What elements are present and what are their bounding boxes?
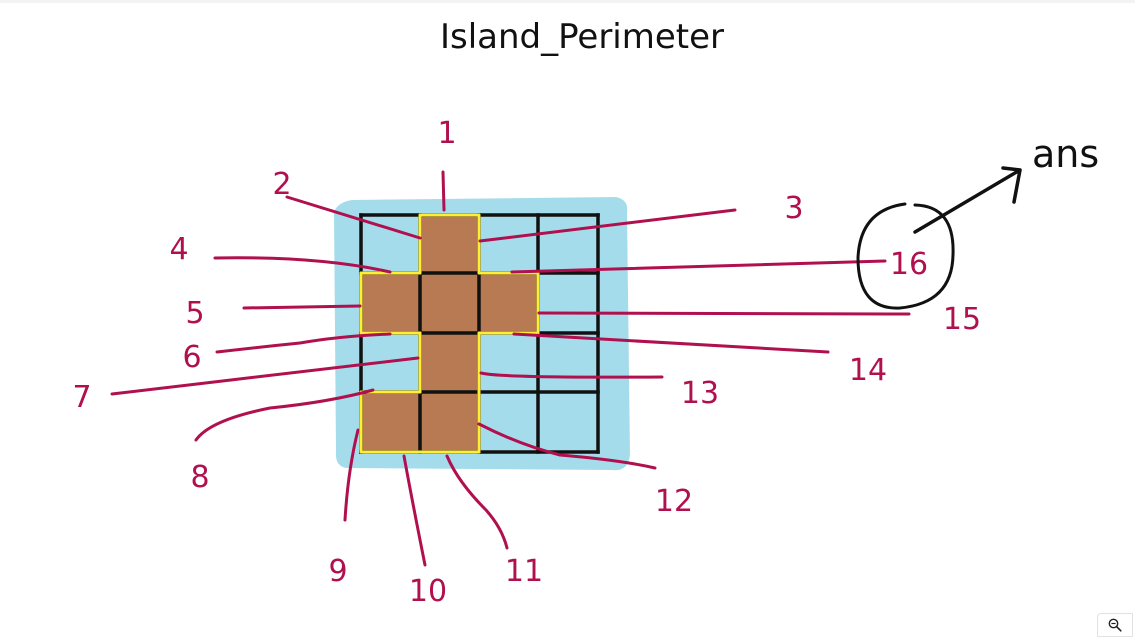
land-cell bbox=[420, 333, 479, 392]
edge-label: 14 bbox=[849, 353, 887, 388]
land-cell bbox=[420, 392, 479, 452]
land-cell bbox=[479, 273, 538, 333]
land-cell bbox=[361, 392, 420, 452]
answer-circle bbox=[856, 202, 955, 310]
edge-label: 2 bbox=[272, 167, 291, 202]
top-bar bbox=[0, 0, 1135, 3]
arrow-icon bbox=[913, 166, 1022, 234]
edge-label: 15 bbox=[943, 302, 981, 337]
leader-3 bbox=[478, 208, 737, 243]
leader-12 bbox=[477, 422, 657, 470]
land-cell bbox=[361, 273, 420, 333]
leader-13 bbox=[479, 371, 664, 379]
answer-value: 16 bbox=[890, 247, 928, 282]
annotation-lines bbox=[110, 170, 911, 567]
edge-label: 6 bbox=[182, 340, 201, 375]
edge-label: 5 bbox=[185, 296, 204, 331]
land-cell bbox=[420, 273, 479, 333]
edge-label: 12 bbox=[655, 484, 693, 519]
land-cell bbox=[420, 215, 479, 273]
answer-label: ans bbox=[1032, 132, 1099, 176]
leader-5 bbox=[242, 304, 362, 310]
edge-label: 3 bbox=[784, 191, 803, 226]
leader-6 bbox=[215, 332, 392, 354]
edge-label: 8 bbox=[190, 460, 209, 495]
leader-9 bbox=[343, 428, 360, 522]
edge-label: 7 bbox=[72, 380, 91, 415]
leader-15 bbox=[537, 311, 911, 316]
edge-label: 4 bbox=[169, 232, 188, 267]
leader-2 bbox=[285, 195, 422, 240]
leader-11 bbox=[445, 454, 509, 550]
magnifier-minus-icon bbox=[1108, 618, 1122, 632]
edge-label: 11 bbox=[505, 554, 543, 589]
diagram-title: Island_Perimeter bbox=[440, 17, 724, 57]
leader-16 bbox=[510, 259, 887, 274]
edge-label: 10 bbox=[409, 574, 447, 609]
zoom-out-button[interactable] bbox=[1097, 613, 1133, 637]
edge-label: 1 bbox=[437, 116, 456, 151]
leader-1 bbox=[441, 170, 446, 212]
edge-label: 9 bbox=[328, 554, 347, 589]
leader-4 bbox=[213, 256, 392, 274]
leader-8 bbox=[194, 388, 375, 442]
edge-label: 13 bbox=[681, 376, 719, 411]
leader-10 bbox=[402, 454, 427, 567]
edge-labels: 1 2 3 4 5 6 7 8 9 10 11 12 13 14 15 bbox=[72, 116, 981, 609]
leader-14 bbox=[512, 332, 830, 354]
answer-group: 16 ans bbox=[856, 132, 1099, 310]
land-cells bbox=[361, 215, 538, 452]
leader-7 bbox=[110, 356, 420, 396]
